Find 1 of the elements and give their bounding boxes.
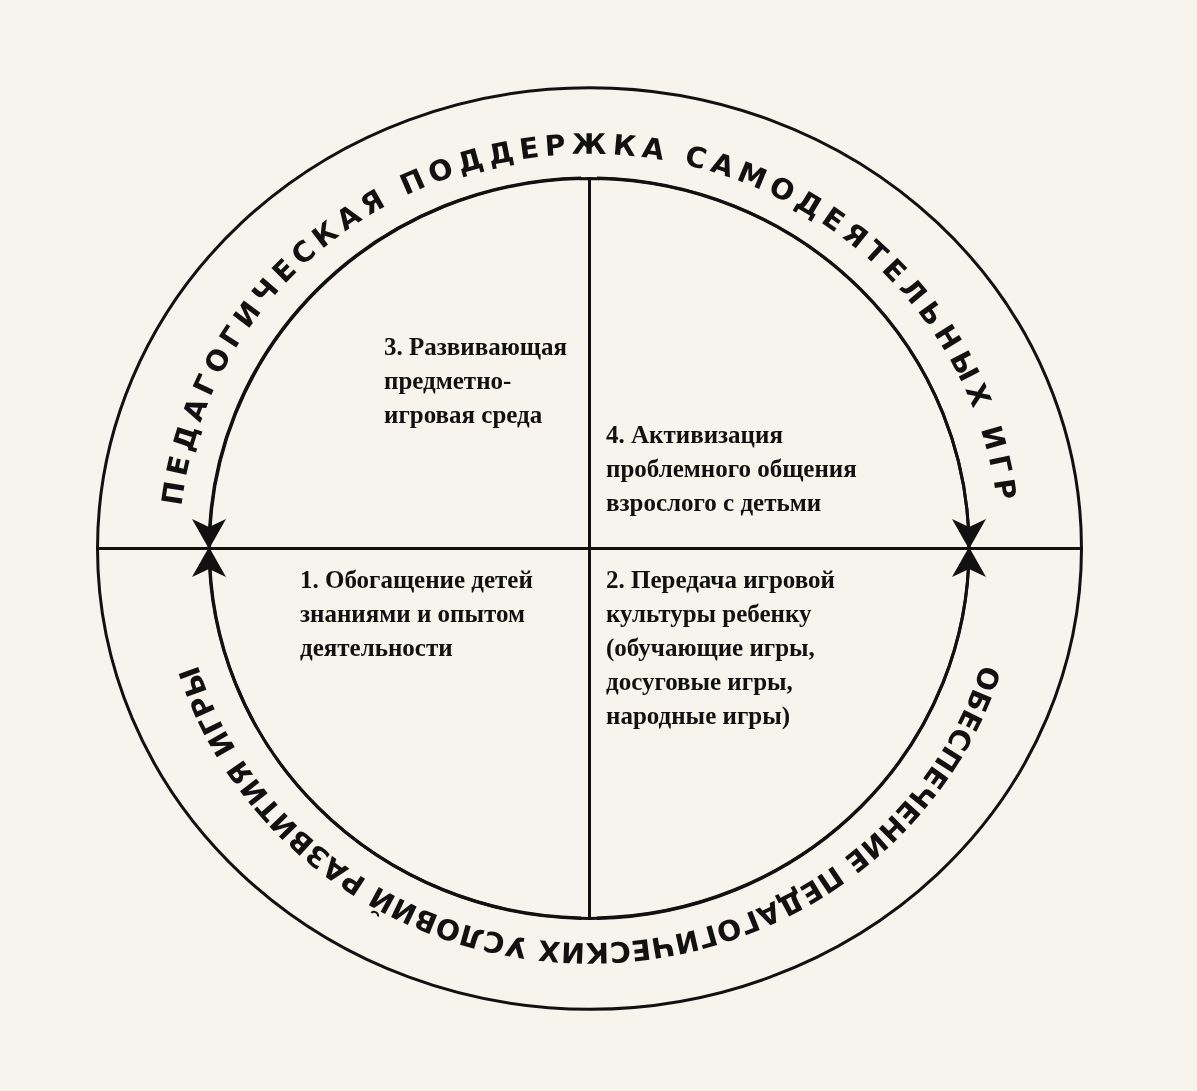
sector-text: 1. Обогащение детей знаниями и опытом деятельности [300,565,534,663]
